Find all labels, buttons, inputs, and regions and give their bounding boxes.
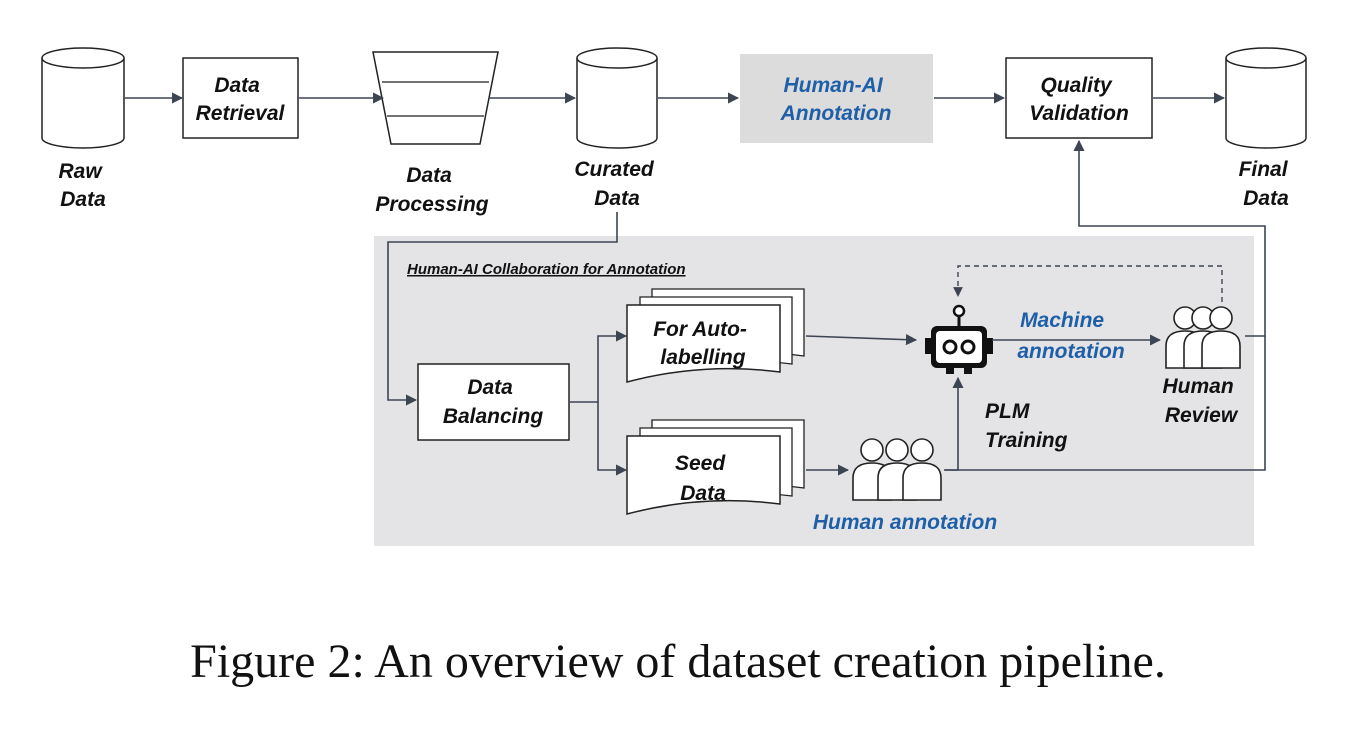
auto-labelling-label: For Auto- labelling: [653, 318, 753, 369]
edge-balancing-to-autolabel: [570, 330, 628, 403]
final-data-label: Final Data: [1239, 158, 1294, 210]
seed-data-document-stack-icon: [626, 419, 805, 515]
edge-autolabel-to-machine: [805, 334, 918, 346]
edge-review-to-validation: [1073, 139, 1266, 337]
curated-data-label: Curated Data: [574, 158, 659, 210]
human-annotators-icon: [852, 438, 942, 501]
robot-icon: [925, 304, 993, 374]
machine-annotation-label: Machine annotation: [1017, 309, 1124, 363]
plm-training-label: PLM Training: [985, 400, 1068, 452]
edge-annotators-to-robot: [944, 376, 964, 471]
edge-curated-to-balancing: [387, 212, 618, 406]
auto-labelling-document-stack-icon: [626, 288, 805, 383]
data-processing-funnel-icon: [372, 51, 499, 145]
edge-review-feedback-dashed: [953, 265, 1223, 302]
human-reviewers-icon: [1165, 306, 1241, 369]
data-balancing-label: Data Balancing: [443, 376, 544, 428]
data-processing-label: Data Processing: [375, 164, 488, 216]
raw-data-label: Raw Data: [58, 160, 107, 211]
human-ai-annotation-label: Human-AI Annotation: [780, 74, 892, 125]
data-retrieval-label: Data Retrieval: [196, 74, 286, 125]
edge-balancing-to-seed: [597, 402, 628, 476]
human-ai-annotation-box: [740, 54, 933, 143]
curated-data-cylinder-icon: [576, 47, 658, 149]
seed-data-label: Seed Data: [675, 452, 731, 505]
data-retrieval-box: [182, 57, 299, 139]
figure-caption: Figure 2: An overview of dataset creatio…: [190, 635, 1166, 688]
quality-validation-label: Quality Validation: [1029, 74, 1129, 125]
edge-human-annotation-to-validation: [945, 336, 1266, 471]
final-data-cylinder-icon: [1225, 47, 1307, 149]
section-title: Human-AI Collaboration for Annotation: [407, 261, 686, 278]
quality-validation-box: [1005, 57, 1153, 139]
human-annotation-label: Human annotation: [813, 511, 997, 534]
human-review-label: Human Review: [1162, 375, 1239, 427]
data-balancing-box: [417, 363, 570, 441]
raw-data-cylinder-icon: [41, 47, 125, 149]
